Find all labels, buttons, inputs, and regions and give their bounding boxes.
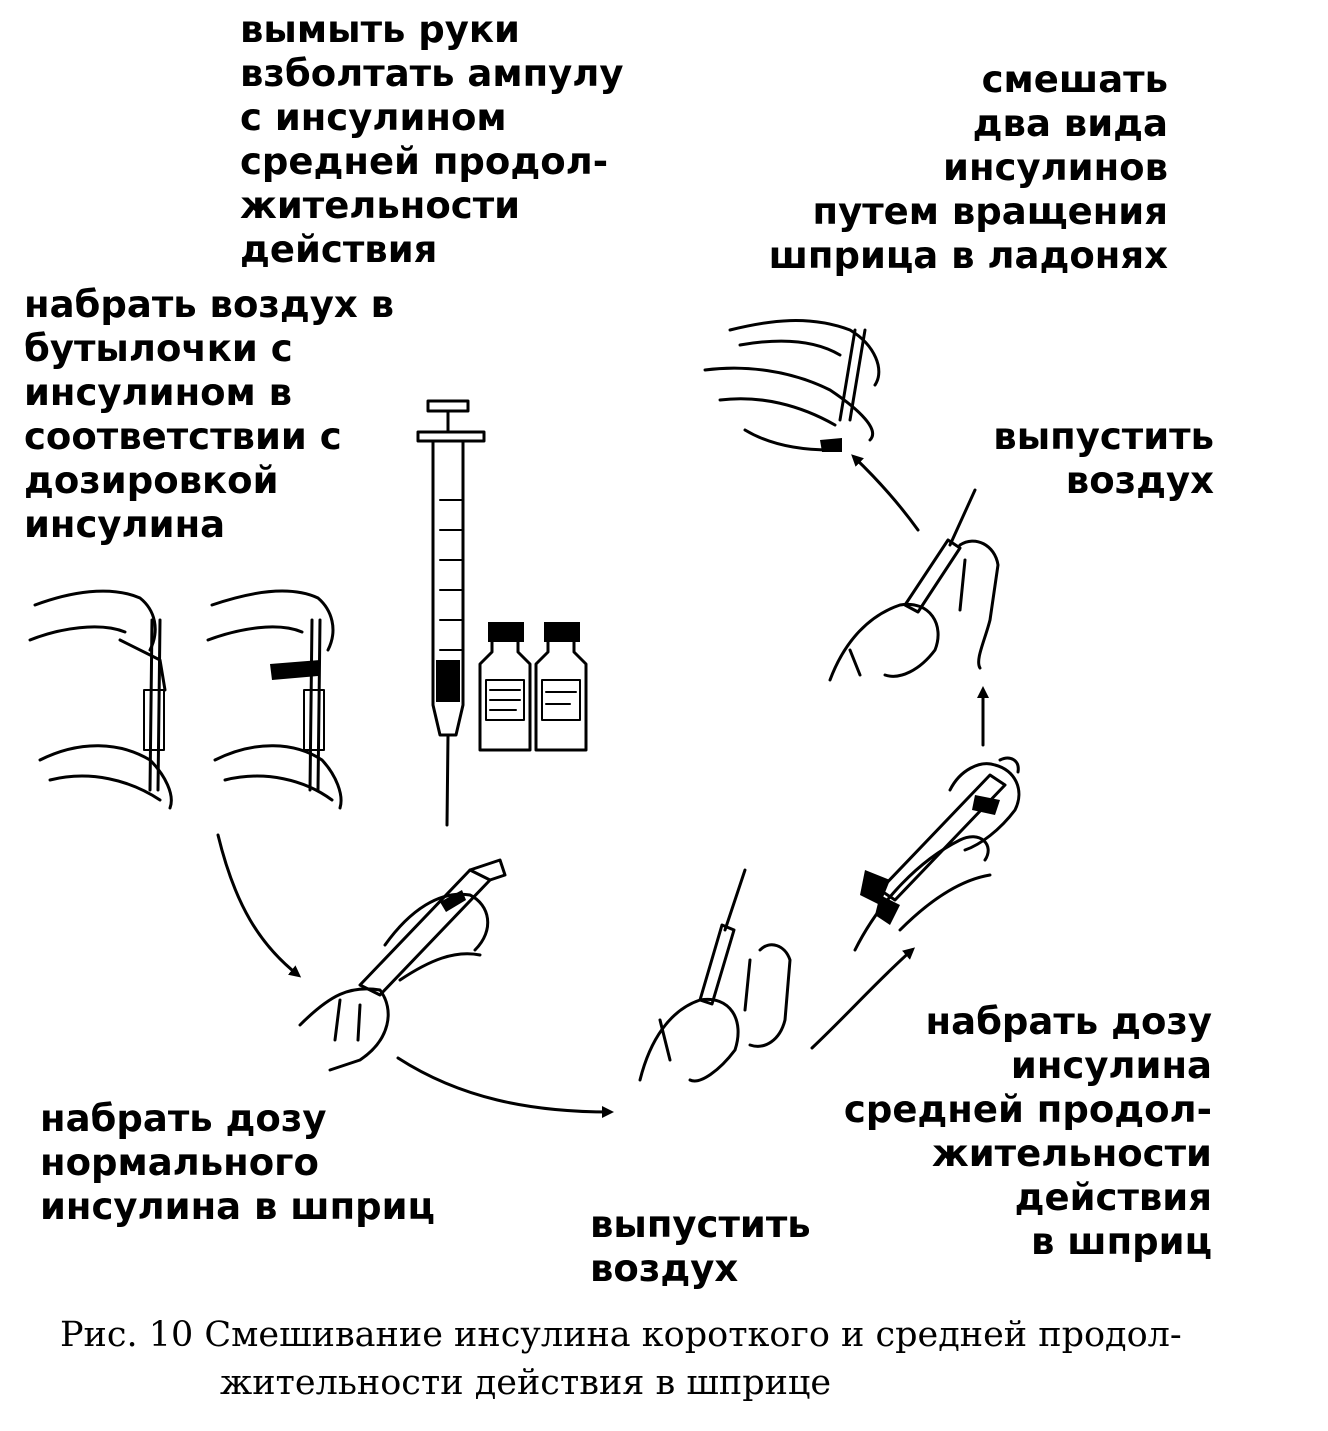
step-release-top-line: воздух xyxy=(1065,459,1214,502)
step-dose-normal-label: набрать дозу нормального инсулина в шпри… xyxy=(40,1097,435,1229)
step-release-bottom-label: выпустить воздух xyxy=(590,1203,811,1291)
step-air-in-line: дозировкой xyxy=(24,459,279,502)
step-mix-line: инсулинов xyxy=(943,146,1168,189)
step-dose-normal-line: нормального xyxy=(40,1141,319,1184)
step-dose-medium-line: инсулина xyxy=(1010,1044,1212,1087)
step-dose-medium-label: набрать дозу инсулина средней продол- жи… xyxy=(780,1000,1212,1264)
figure-caption-line-1: Рис. 10 Смешивание инсулина короткого и … xyxy=(60,1315,1182,1355)
arrow-to-normal-dose xyxy=(216,833,302,978)
step-wash-line: взболтать ампулу xyxy=(240,52,624,95)
step-dose-normal-line: набрать дозу xyxy=(40,1097,327,1140)
step-release-bottom-line: выпустить xyxy=(590,1203,811,1246)
step-dose-medium-line: жительности xyxy=(931,1132,1212,1175)
step-dose-medium-line: средней продол- xyxy=(843,1088,1212,1131)
step-dose-normal-line: инсулина в шприц xyxy=(40,1185,435,1228)
hands-draw-medium-dose-illustration xyxy=(853,756,1021,952)
step-air-in-line: соответствии с xyxy=(24,415,342,458)
step-release-top-label: выпустить воздух xyxy=(940,415,1214,503)
step-wash-label: вымыть руки взболтать ампулу с инсулином… xyxy=(240,8,624,272)
figure-caption-line-2: жительности действия в шприце xyxy=(220,1363,832,1403)
step-air-in-line: набрать воздух в xyxy=(24,283,395,326)
arrow-to-medium-dose xyxy=(810,947,916,1050)
step-dose-medium-line: набрать дозу xyxy=(925,1000,1212,1043)
hands-roll-syringe-illustration xyxy=(703,319,881,452)
step-dose-medium-line: в шприц xyxy=(1031,1220,1212,1263)
hands-draw-normal-dose-illustration xyxy=(298,858,507,1072)
syringe-icon xyxy=(416,399,486,827)
step-air-in-line: бутылочки с xyxy=(24,327,293,370)
step-air-in-line: инсулина xyxy=(24,503,226,546)
step-release-bottom-line: воздух xyxy=(590,1247,739,1290)
arrow-to-roll xyxy=(851,454,920,532)
step-mix-line: смешать xyxy=(981,58,1168,101)
hands-release-air-bottom-illustration xyxy=(638,868,792,1083)
hands-release-air-top-illustration xyxy=(828,488,1000,682)
step-air-in-label: набрать воздух в бутылочки с инсулином в… xyxy=(24,283,394,547)
hands-inject-air-illustration xyxy=(28,589,343,810)
step-wash-line: с инсулином xyxy=(240,96,507,139)
step-mix-line: путем вращения xyxy=(812,190,1168,233)
arrow-to-release-bottom xyxy=(396,1056,614,1118)
step-wash-line: жительности xyxy=(240,184,521,227)
step-wash-line: вымыть руки xyxy=(240,8,520,51)
insulin-vial-icon xyxy=(478,622,532,752)
step-wash-line: средней продол- xyxy=(240,140,609,183)
step-release-top-line: выпустить xyxy=(993,415,1214,458)
step-mix-label: смешать два вида инсулинов путем вращени… xyxy=(720,58,1168,278)
cycle-arrows xyxy=(216,454,989,1118)
step-dose-medium-line: действия xyxy=(1014,1176,1212,1219)
step-mix-line: два вида xyxy=(972,102,1168,145)
step-mix-line: шприца в ладонях xyxy=(768,234,1168,277)
step-wash-line: действия xyxy=(240,228,438,271)
step-air-in-line: инсулином в xyxy=(24,371,293,414)
insulin-vial-icon xyxy=(534,622,588,752)
